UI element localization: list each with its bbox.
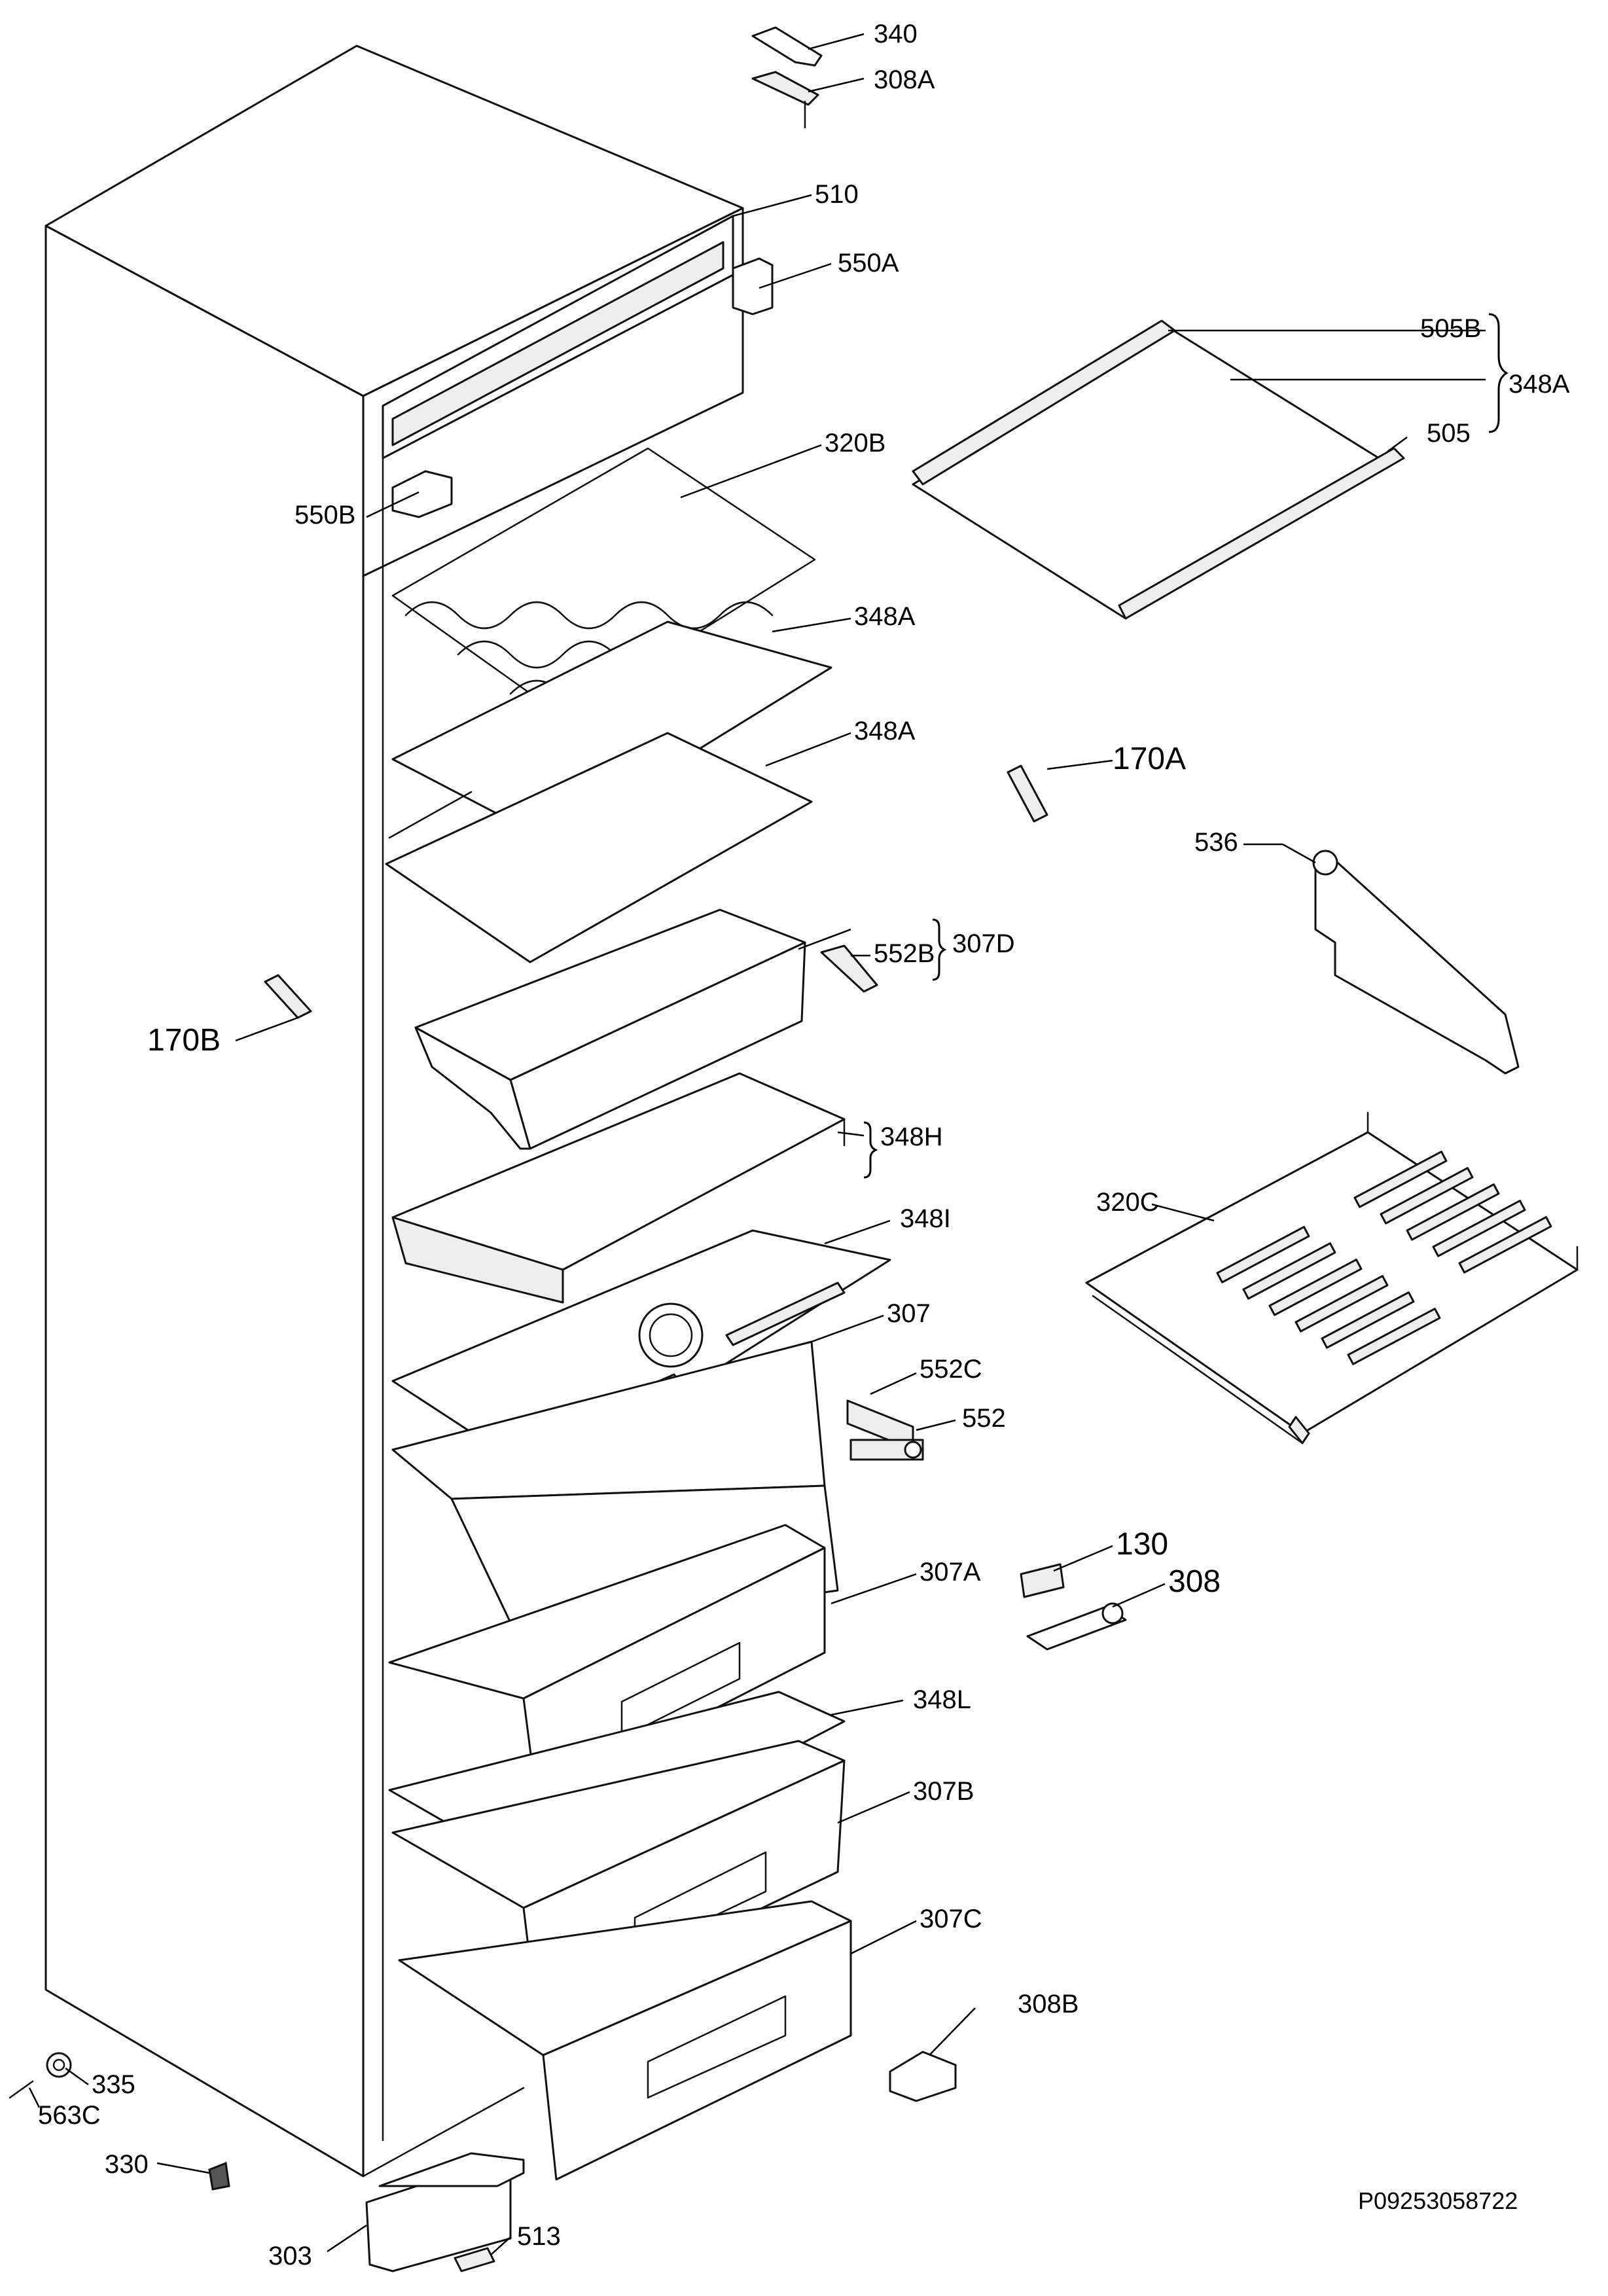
label-505: 505 — [1427, 419, 1471, 448]
clip-part-513 — [454, 2247, 495, 2272]
label-536: 536 — [1194, 828, 1238, 857]
label-348a-1: 348A — [854, 602, 916, 631]
label-348a-2: 348A — [854, 717, 916, 745]
pin-part-563c — [9, 2080, 34, 2099]
label-510: 510 — [815, 180, 859, 209]
lamp-part-170b — [264, 974, 312, 1019]
plinth-303 — [365, 2152, 525, 2272]
label-307: 307 — [887, 1299, 931, 1328]
label-348h: 348H — [880, 1122, 943, 1151]
label-513: 513 — [517, 2222, 561, 2251]
label-550b: 550B — [295, 501, 355, 529]
bracket-550b — [391, 470, 453, 518]
brace-307d-group — [932, 918, 947, 981]
hinge-cover-part — [751, 26, 823, 67]
label-552: 552 — [962, 1404, 1006, 1433]
shelf-assembly-348a — [912, 319, 1405, 620]
drawer-307c — [398, 1900, 852, 2181]
label-307b: 307B — [913, 1777, 974, 1806]
shelf-348h — [391, 1072, 846, 1304]
label-170b: 170B — [147, 1023, 221, 1058]
label-335: 335 — [92, 2070, 135, 2099]
hinge-plate-130 — [1020, 1563, 1065, 1598]
bracket-308b — [889, 2051, 957, 2102]
reference-code: P09253058722 — [1358, 2187, 1518, 2214]
label-552c: 552C — [920, 1355, 982, 1384]
leader-lines — [28, 33, 1486, 2255]
lamp-part-170a — [1007, 764, 1048, 823]
slide-rail-552 — [849, 1439, 924, 1461]
brace-348h-group — [863, 1121, 878, 1179]
glass-shelf-2 — [385, 732, 813, 963]
vented-shelf-320c — [1085, 1111, 1579, 1444]
label-320c: 320C — [1096, 1188, 1159, 1217]
label-348a-group: 348A — [1509, 370, 1570, 399]
label-340: 340 — [874, 20, 918, 48]
adjustable-foot-330 — [208, 2161, 230, 2191]
label-307d: 307D — [952, 929, 1015, 958]
label-320b: 320B — [825, 429, 885, 457]
label-170a: 170A — [1113, 742, 1186, 776]
brace-348a-group — [1488, 313, 1509, 433]
label-303: 303 — [268, 2242, 312, 2270]
label-552b: 552B — [874, 939, 935, 968]
lower-hinge-308 — [1026, 1602, 1127, 1651]
label-308b: 308B — [1018, 1990, 1079, 2018]
label-550a: 550A — [838, 249, 899, 278]
label-330: 330 — [105, 2150, 149, 2179]
label-308: 308 — [1168, 1564, 1221, 1599]
bracket-550a — [732, 257, 774, 315]
label-307c: 307C — [920, 1905, 982, 1933]
top-hinge-part — [751, 71, 819, 129]
label-307a: 307A — [920, 1558, 981, 1587]
label-505b: 505B — [1420, 314, 1481, 343]
slide-rail-552b — [820, 944, 878, 993]
label-563c: 563C — [38, 2101, 101, 2130]
label-348i: 348I — [900, 1204, 951, 1233]
top-crisper-tray — [414, 908, 806, 1150]
label-348l: 348L — [913, 1685, 971, 1714]
label-308a: 308A — [874, 65, 935, 94]
feet-part-335 — [46, 2052, 72, 2078]
bottle-divider-536 — [1312, 850, 1520, 1075]
label-130: 130 — [1116, 1527, 1168, 1562]
